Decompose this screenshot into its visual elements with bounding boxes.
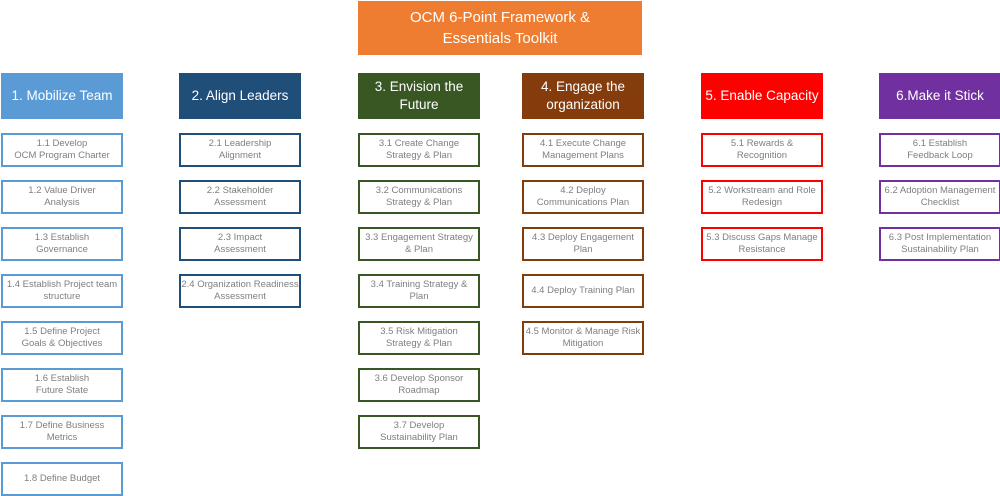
task-box: 4.1 Execute Change Management Plans — [522, 133, 644, 167]
column-header: 5. Enable Capacity — [701, 73, 823, 119]
column-make-it-stick: 6.Make it Stick — [879, 73, 1000, 119]
task-box: 5.2 Workstream and Role Redesign — [701, 180, 823, 214]
column-mobilize-team: 1. Mobilize Team — [1, 73, 123, 119]
task-box: 1.8 Define Budget — [1, 462, 123, 496]
task-box: 1.6 Establish Future State — [1, 368, 123, 402]
task-box: 1.1 Develop OCM Program Charter — [1, 133, 123, 167]
task-box: 5.1 Rewards & Recognition — [701, 133, 823, 167]
task-box: 3.2 Communications Strategy & Plan — [358, 180, 480, 214]
framework-title: OCM 6-Point Framework & Essentials Toolk… — [358, 1, 642, 55]
task-box: 2.2 Stakeholder Assessment — [179, 180, 301, 214]
task-box: 1.3 Establish Governance — [1, 227, 123, 261]
task-box: 1.7 Define Business Metrics — [1, 415, 123, 449]
task-box: 3.6 Develop Sponsor Roadmap — [358, 368, 480, 402]
task-box: 2.3 Impact Assessment — [179, 227, 301, 261]
column-header: 6.Make it Stick — [879, 73, 1000, 119]
column-header: 1. Mobilize Team — [1, 73, 123, 119]
column-align-leaders: 2. Align Leaders — [179, 73, 301, 119]
task-box: 3.3 Engagement Strategy & Plan — [358, 227, 480, 261]
column-header: 2. Align Leaders — [179, 73, 301, 119]
task-box: 4.5 Monitor & Manage Risk Mitigation — [522, 321, 644, 355]
task-box: 1.2 Value Driver Analysis — [1, 180, 123, 214]
column-envision-future: 3. Envision the Future — [358, 73, 480, 119]
task-box: 2.1 Leadership Alignment — [179, 133, 301, 167]
task-box: 2.4 Organization Readiness Assessment — [179, 274, 301, 308]
task-box: 3.7 Develop Sustainability Plan — [358, 415, 480, 449]
task-box: 4.3 Deploy Engagement Plan — [522, 227, 644, 261]
task-box: 3.1 Create Change Strategy & Plan — [358, 133, 480, 167]
column-enable-capacity: 5. Enable Capacity — [701, 73, 823, 119]
task-box: 4.2 Deploy Communications Plan — [522, 180, 644, 214]
column-header: 4. Engage the organization — [522, 73, 644, 119]
task-box: 3.4 Training Strategy & Plan — [358, 274, 480, 308]
task-box: 4.4 Deploy Training Plan — [522, 274, 644, 308]
column-header: 3. Envision the Future — [358, 73, 480, 119]
task-box: 5.3 Discuss Gaps Manage Resistance — [701, 227, 823, 261]
task-box: 1.4 Establish Project team structure — [1, 274, 123, 308]
task-box: 6.1 Establish Feedback Loop — [879, 133, 1000, 167]
task-box: 1.5 Define Project Goals & Objectives — [1, 321, 123, 355]
task-box: 6.3 Post Implementation Sustainability P… — [879, 227, 1000, 261]
task-box: 3.5 Risk Mitigation Strategy & Plan — [358, 321, 480, 355]
column-engage-organization: 4. Engage the organization — [522, 73, 644, 119]
task-box: 6.2 Adoption Management Checklist — [879, 180, 1000, 214]
